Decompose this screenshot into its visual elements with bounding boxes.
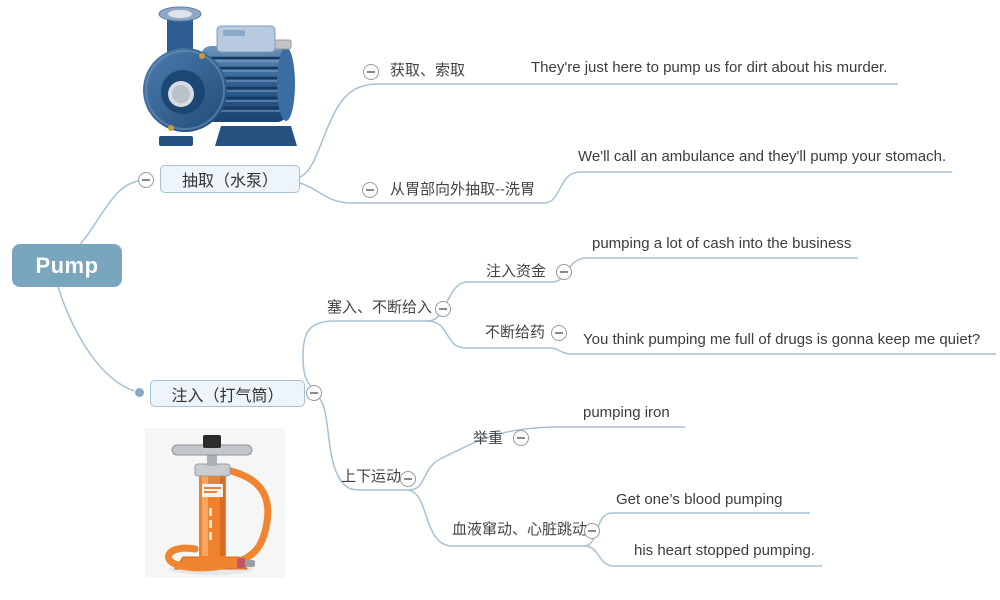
topic-up-down-motion-label: 上下运动: [341, 468, 402, 485]
topic-stuff-in[interactable]: 塞入、不断给入: [327, 298, 432, 318]
connector-inject-updown-line: [316, 395, 407, 491]
topic-extract-label: 抽取（水泵）: [181, 173, 278, 190]
connector-extract-stomach-line: [299, 182, 544, 204]
collapse-icon[interactable]: [362, 182, 378, 198]
collapse-icon[interactable]: [138, 172, 154, 188]
connector-extract-obtain-line: [299, 83, 898, 178]
minus-glyph: [517, 437, 525, 439]
connector-blood-sentence2-line: [583, 545, 822, 567]
topic-weightlifting-label: 举重: [473, 430, 504, 447]
example-ambulance[interactable]: We'll call an ambulance and they'll pump…: [578, 147, 946, 167]
example-cash[interactable]: pumping a lot of cash into the business: [592, 234, 851, 254]
minus-glyph: [404, 478, 412, 480]
collapse-icon[interactable]: [551, 325, 567, 341]
minus-glyph: [588, 530, 596, 532]
minus-glyph: [560, 271, 568, 273]
minus-glyph: [310, 392, 318, 394]
topic-give-drugs[interactable]: 不断给药: [485, 323, 545, 343]
connector-root-inject: [57, 286, 135, 392]
topic-weightlifting[interactable]: 举重: [473, 429, 503, 449]
topic-extract[interactable]: 抽取（水泵）: [160, 165, 300, 193]
hand-pump-image[interactable]: [145, 428, 285, 578]
connector-updown-iron-line: [406, 426, 685, 491]
example-murder[interactable]: They're just here to pump us for dirt ab…: [531, 58, 887, 78]
example-pumping-iron[interactable]: pumping iron: [583, 403, 670, 423]
topic-inject-label: 注入（打气筒）: [171, 387, 284, 405]
minus-glyph: [367, 71, 375, 73]
collapse-icon[interactable]: [400, 471, 416, 487]
connector-stomach-sentence-line: [543, 171, 952, 204]
example-blood-pumping[interactable]: Get one’s blood pumping: [616, 490, 783, 510]
example-murder-text: They're just here to pump us for dirt ab…: [531, 59, 888, 76]
example-ambulance-text: We'll call an ambulance and they'll pump…: [578, 148, 947, 165]
connection-dot: [135, 388, 144, 397]
connector-inject-stuff-line: [302, 320, 428, 391]
minus-glyph: [142, 179, 150, 181]
topic-inject-cash[interactable]: 注入资金: [486, 262, 546, 282]
example-blood-pumping-text: Get one’s blood pumping: [616, 491, 783, 508]
example-heart-stopped[interactable]: his heart stopped pumping.: [634, 541, 815, 561]
connector-drug-sentence-line: [548, 347, 996, 355]
connector-stuff-drug-line: [427, 320, 549, 349]
water-pump-image[interactable]: [133, 0, 301, 160]
connector-stuff-cash-line: [427, 281, 552, 322]
connector-updown-blood-line: [406, 489, 584, 547]
topic-blood-heart[interactable]: 血液窜动、心脏跳动: [452, 520, 587, 540]
topic-inject[interactable]: 注入（打气筒）: [150, 380, 305, 407]
example-cash-text: pumping a lot of cash into the business: [592, 235, 852, 252]
example-heart-stopped-text: his heart stopped pumping.: [634, 542, 815, 559]
topic-stuff-in-label: 塞入、不断给入: [327, 299, 433, 316]
topic-inject-cash-label: 注入资金: [486, 263, 547, 280]
root-topic-label: Pump: [35, 252, 99, 278]
topic-stomach[interactable]: 从胃部向外抽取--洗胃: [390, 180, 535, 200]
connector-root-extract: [77, 180, 139, 248]
collapse-icon[interactable]: [584, 523, 600, 539]
collapse-icon[interactable]: [306, 385, 322, 401]
root-topic-pump[interactable]: Pump: [12, 244, 122, 287]
minus-glyph: [439, 308, 447, 310]
example-drugs-text: You think pumping me full of drugs is go…: [583, 331, 981, 348]
water-pump-illustration: [143, 6, 297, 146]
topic-give-drugs-label: 不断给药: [485, 324, 546, 341]
minus-glyph: [366, 189, 374, 191]
collapse-icon[interactable]: [435, 301, 451, 317]
topic-stomach-label: 从胃部向外抽取--洗胃: [390, 181, 535, 198]
example-pumping-iron-text: pumping iron: [583, 404, 670, 421]
hand-pump-illustration: [165, 435, 272, 575]
topic-up-down-motion[interactable]: 上下运动: [341, 467, 401, 487]
collapse-icon[interactable]: [363, 64, 379, 80]
minus-glyph: [555, 332, 563, 334]
connector-cash-sentence-line: [551, 257, 858, 283]
example-drugs[interactable]: You think pumping me full of drugs is go…: [583, 330, 980, 350]
topic-obtain[interactable]: 获取、索取: [390, 61, 465, 81]
topic-obtain-label: 获取、索取: [390, 62, 466, 79]
topic-blood-heart-label: 血液窜动、心脏跳动: [452, 521, 588, 538]
collapse-icon[interactable]: [556, 264, 572, 280]
collapse-icon[interactable]: [513, 430, 529, 446]
